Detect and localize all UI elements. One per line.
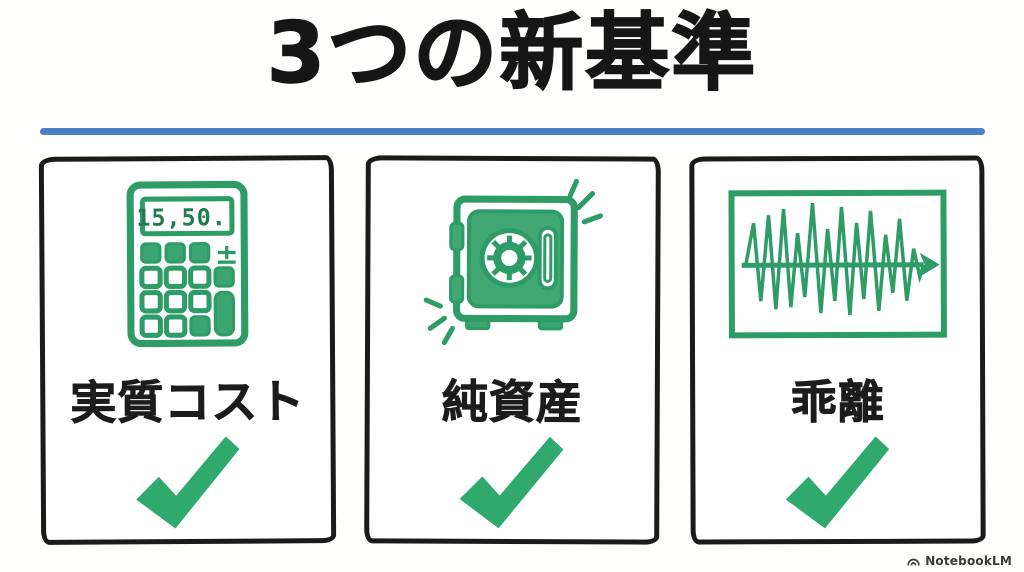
watermark-label: NotebookLM: [925, 554, 1012, 568]
calculator-icon-svg: 15,50. ±: [126, 180, 248, 348]
calculator-display-value: 15,50.: [136, 203, 227, 232]
checkmark-icon-svg: [459, 436, 563, 529]
checkmark-icon-svg: [135, 436, 240, 529]
card-divergence: 乖離: [689, 155, 986, 545]
notebooklm-watermark: NotebookLM: [906, 554, 1012, 568]
card-net-assets: 純資産: [364, 155, 661, 545]
page-title: 3つの新基準: [266, 3, 758, 103]
notebooklm-logo-icon: [907, 558, 920, 566]
calculator-plusminus-key: ±: [214, 238, 238, 271]
checkmark-icon-svg: [785, 436, 889, 529]
waveform-icon: [694, 161, 980, 368]
checkmark-icon: [45, 430, 331, 540]
title-underline: [40, 128, 985, 135]
safe-icon: [370, 160, 656, 367]
checkmark-icon: [369, 430, 654, 539]
card-label-net-assets: 純資産: [441, 374, 583, 430]
calculator-icon: 15,50. ±: [44, 160, 330, 368]
card-label-divergence: 乖離: [790, 374, 885, 430]
card-real-cost: 15,50. ±: [38, 155, 337, 545]
card-label-real-cost: 実質コスト: [70, 374, 306, 430]
criteria-cards-row: 15,50. ±: [38, 155, 986, 546]
safe-icon-svg: [423, 178, 603, 346]
checkmark-icon: [695, 431, 980, 540]
waveform-icon-svg: [727, 189, 947, 339]
